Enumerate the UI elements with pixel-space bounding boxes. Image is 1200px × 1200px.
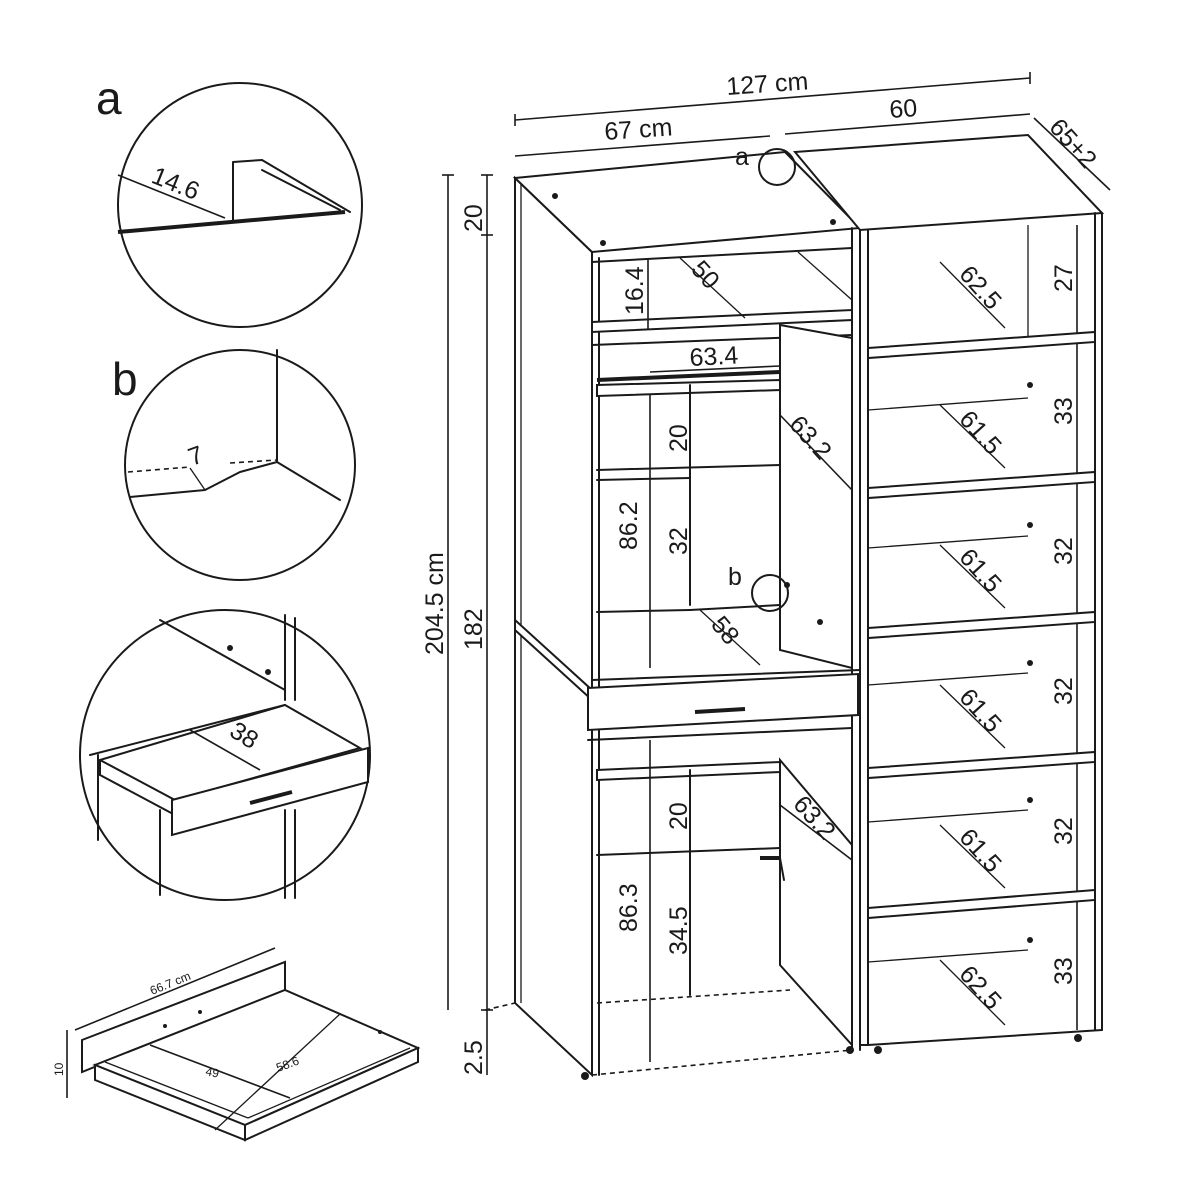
marker-b-circle	[751, 574, 789, 612]
shelf-3-depth: 61.5	[954, 543, 1007, 598]
height-body-label: 182	[460, 608, 488, 650]
shelf-1-gap: 27	[1050, 264, 1078, 292]
drawer-front	[587, 672, 859, 732]
detail-a-value: 14.6	[148, 162, 204, 206]
top-section-label: 20	[460, 204, 488, 232]
lower-door	[779, 757, 853, 1048]
left-side-panel	[514, 175, 593, 1078]
detail-a-label: a	[96, 72, 122, 124]
width-left-label: 67 cm	[603, 113, 673, 146]
top-compartment-height: 16.4	[621, 266, 649, 315]
drawer-part: 66.7 cm 10 49 58.6	[52, 947, 421, 1142]
height-dimensions: 20 204.5 cm 182 2.5	[421, 174, 493, 1075]
shelf-5-gap: 32	[1050, 817, 1078, 845]
detail-drawer: 38	[79, 609, 371, 901]
drawer-part-inner-width: 49	[204, 1064, 220, 1081]
shelf-6-gap: 33	[1050, 957, 1078, 985]
shelf-4-depth: 61.5	[954, 683, 1007, 738]
detail-a: a 14.6	[96, 72, 363, 328]
shelf-2-gap: 33	[1050, 397, 1078, 425]
drawer-front-detail	[171, 746, 369, 837]
left-cabinet: 16.4 50 a 63.4 63.2 58 86.2 20 32 b	[484, 143, 863, 1080]
upper-shelf-gap-a: 20	[665, 424, 693, 452]
detail-b-label: b	[112, 353, 138, 405]
marker-b-label: b	[728, 563, 742, 591]
shelf-3-gap: 32	[1050, 537, 1078, 565]
lower-shelf-gap-b: 34.5	[665, 906, 693, 955]
right-shelf-2: 61.5 33	[867, 382, 1096, 500]
right-shelf-4: 61.5 32	[867, 660, 1096, 780]
shelf-5-depth: 61.5	[954, 823, 1007, 878]
lower-door-height: 86.3	[615, 883, 643, 932]
upper-door	[779, 323, 853, 670]
detail-b-value: 7	[184, 441, 207, 472]
shelf-2-depth: 61.5	[954, 405, 1007, 460]
right-shelf-3: 61.5 32	[867, 522, 1096, 640]
top-compartment-depth: 50	[686, 255, 725, 294]
right-shelf-6: 62.5 33	[867, 937, 1078, 1026]
shelf-4-gap: 32	[1050, 677, 1078, 705]
drawer-part-height: 10	[52, 1062, 66, 1076]
left-width-dimension: 67 cm 60	[514, 94, 1031, 157]
upper-shelf-depth: 58	[705, 611, 744, 650]
rail-width: 63.4	[689, 341, 739, 372]
upper-door-height: 86.2	[615, 501, 643, 550]
overall-width-dimension: 127 cm	[514, 67, 1031, 126]
lower-shelf-gap-a: 20	[665, 802, 693, 830]
plinth-label: 2.5	[460, 1040, 488, 1075]
width-right-label: 60	[888, 94, 918, 124]
shelf-6-depth: 62.5	[954, 960, 1007, 1015]
width-total-label: 127 cm	[725, 67, 809, 101]
height-total-label: 204.5 cm	[421, 552, 449, 655]
shelf-1-depth: 62.5	[954, 260, 1007, 315]
detail-b: b 7	[112, 349, 356, 581]
right-shelf-5: 61.5 32	[867, 797, 1096, 920]
marker-a-label: a	[735, 143, 749, 171]
upper-shelf-gap-b: 32	[665, 527, 693, 555]
right-shelf-1: 62.5 27	[867, 260, 1096, 360]
drawer-part-width: 66.7 cm	[148, 969, 193, 998]
marker-a-circle	[758, 148, 796, 186]
